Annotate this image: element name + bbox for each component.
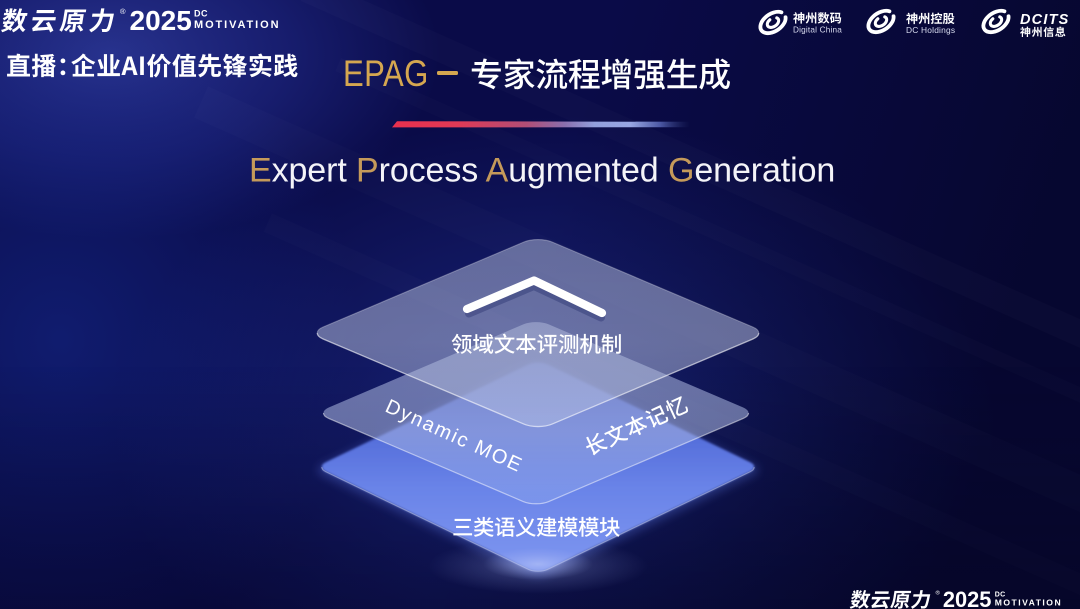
svg-text:®: ® (120, 7, 126, 16)
svg-text:DCITS: DCITS (1020, 12, 1070, 28)
svg-text:DC Holdings: DC Holdings (906, 25, 955, 35)
svg-text:MOTIVATION: MOTIVATION (995, 597, 1062, 607)
svg-text:MOTIVATION: MOTIVATION (194, 19, 280, 31)
svg-text:Digital China: Digital China (793, 26, 842, 35)
svg-text:DC: DC (194, 9, 208, 19)
svg-text:DC: DC (995, 591, 1006, 598)
svg-text:Expert Process Augmented Gener: Expert Process Augmented Generation (249, 152, 835, 190)
svg-text:EPAG: EPAG (343, 54, 429, 95)
svg-text:®: ® (935, 589, 940, 596)
svg-text:2025: 2025 (130, 5, 192, 36)
svg-text:2025: 2025 (943, 587, 992, 609)
